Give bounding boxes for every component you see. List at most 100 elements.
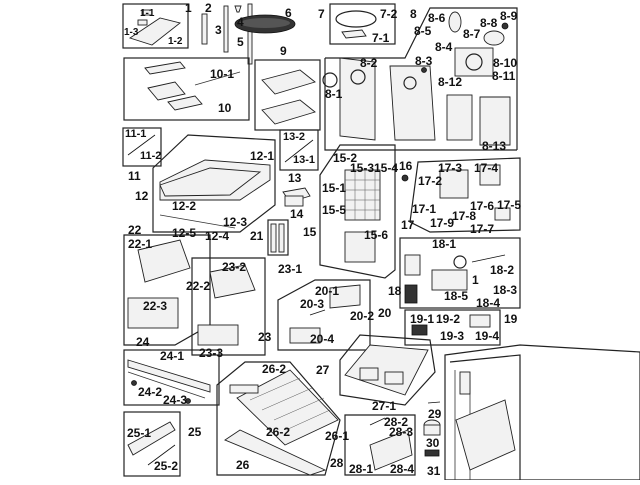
label-17-4: 17-4 [474, 161, 499, 175]
label-7-1: 7-1 [372, 31, 390, 45]
label-26-2-top: 26-2 [262, 362, 287, 376]
label-8-1: 8-1 [325, 87, 343, 101]
label-30: 30 [426, 436, 440, 450]
label-12: 12 [135, 189, 149, 203]
label-22-3: 22-3 [143, 299, 168, 313]
label-17-3: 17-3 [438, 161, 463, 175]
label-4: 4 [237, 15, 244, 29]
label-8-3: 8-3 [415, 54, 433, 68]
label-18-1: 18-1 [432, 237, 457, 251]
label-25-1: 25-1 [127, 426, 152, 440]
label-24-2: 24-2 [138, 385, 163, 399]
label-12-3: 12-3 [223, 215, 248, 229]
label-6: 6 [285, 6, 292, 20]
label-28: 28 [330, 456, 344, 470]
label-8-12: 8-12 [438, 75, 463, 89]
label-23-2: 23-2 [222, 260, 247, 274]
label-23: 23 [258, 330, 272, 344]
label-15: 15 [303, 225, 317, 239]
label-17-2: 17-2 [418, 174, 443, 188]
label-8-6: 8-6 [428, 11, 446, 25]
label-10-1: 10-1 [210, 67, 235, 81]
label-22-2: 22-2 [186, 279, 211, 293]
label-15-1: 15-1 [322, 181, 347, 195]
label-15-4: 15-4 [374, 161, 399, 175]
fridge-cabinet [444, 344, 640, 481]
part-group-9 [254, 59, 321, 131]
label-11-2: 11-2 [140, 150, 162, 162]
part-group-23 [191, 257, 266, 356]
part-29-31 [423, 401, 441, 457]
label-1: 1 [185, 1, 192, 15]
part-group-25 [123, 411, 181, 477]
part-group-24 [123, 349, 220, 406]
label-20: 20 [378, 306, 392, 320]
label-17-6: 17-6 [470, 199, 495, 213]
label-18-5: 18-5 [444, 289, 469, 303]
label-12-2: 12-2 [172, 199, 197, 213]
label-8-11: 8-11 [492, 69, 516, 83]
label-8-2: 8-2 [360, 56, 378, 70]
label-19-2: 19-2 [436, 312, 461, 326]
label-18-3: 18-3 [493, 283, 518, 297]
label-28-3: 28-3 [389, 425, 414, 439]
label-8-8: 8-8 [480, 16, 498, 30]
part-group-13 [279, 129, 319, 171]
label-11-1: 11-1 [125, 128, 147, 140]
label-14: 14 [290, 207, 304, 221]
label-1-2: 1-2 [168, 36, 183, 47]
label-25-2: 25-2 [154, 459, 179, 473]
label-8: 8 [410, 7, 417, 21]
label-13-1: 13-1 [293, 154, 316, 166]
label-24-3: 24-3 [163, 393, 188, 407]
label-19: 19 [504, 312, 518, 326]
part-group-7 [329, 3, 396, 45]
label-8-9: 8-9 [500, 9, 518, 23]
label-28-2: 28-2 [384, 415, 409, 429]
label-8-7: 8-7 [463, 27, 481, 41]
label-8-13: 8-13 [482, 139, 507, 153]
label-29: 29 [428, 407, 442, 421]
part-16 [401, 174, 409, 182]
label-10: 10 [218, 101, 232, 115]
label-20-3: 20-3 [300, 297, 325, 311]
label-27: 27 [316, 363, 330, 377]
part-14 [282, 187, 311, 207]
label-7: 7 [318, 7, 325, 21]
label-19-4: 19-4 [475, 329, 500, 343]
label-13: 13 [288, 171, 302, 185]
label-18-x: 1 [472, 273, 479, 287]
label-5: 5 [237, 35, 244, 49]
label-25: 25 [188, 425, 202, 439]
label-9: 9 [280, 44, 287, 58]
part-group-19 [404, 309, 501, 346]
label-28-4: 28-4 [390, 462, 415, 476]
part-group-26 [216, 361, 341, 476]
label-19-3: 19-3 [440, 329, 465, 343]
label-3: 3 [215, 23, 222, 37]
label-31: 31 [427, 464, 441, 478]
part-group-12 [152, 134, 276, 233]
label-11: 11 [128, 169, 141, 183]
part-rails-2-5 [201, 3, 253, 65]
label-7-2: 7-2 [380, 7, 398, 21]
label-20-1: 20-1 [315, 284, 340, 298]
label-17-7: 17-7 [470, 222, 495, 236]
label-23-1: 23-1 [278, 262, 303, 276]
label-13-2: 13-2 [283, 131, 306, 143]
label-17-5: 17-5 [497, 198, 522, 212]
label-22: 22 [128, 223, 142, 237]
part-group-10 [123, 57, 250, 121]
label-17-8: 17-8 [452, 209, 477, 223]
label-17: 17 [401, 218, 415, 232]
label-18: 18 [388, 284, 402, 298]
part-group-17 [409, 157, 521, 233]
label-26-1: 26-1 [325, 429, 350, 443]
part-group-27 [339, 334, 436, 406]
part-group-21 [267, 219, 289, 256]
label-19-1: 19-1 [410, 312, 435, 326]
label-17-1: 17-1 [412, 202, 437, 216]
label-20-4: 20-4 [310, 332, 335, 346]
